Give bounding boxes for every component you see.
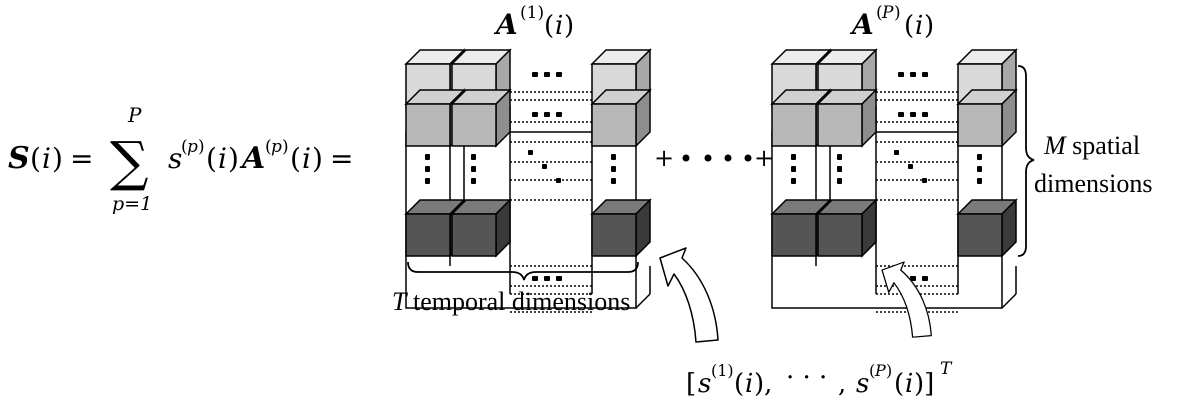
svg-text:A: A <box>493 8 518 41</box>
svg-text:· · ·: · · · <box>786 363 827 393</box>
summation: P ∑ p=1 <box>110 103 152 215</box>
sum-lower-limit: p=1 <box>112 193 152 215</box>
svg-text:): ) <box>924 11 934 41</box>
svg-text:): ) <box>312 142 323 175</box>
svg-text:P: P <box>881 3 894 23</box>
svg-text:(: ( <box>290 142 301 175</box>
svg-text:): ) <box>228 142 239 175</box>
svg-text:T: T <box>940 359 953 379</box>
coefficient-vector: [ s (1) ( i ), · · · , s ( P ) ( i )] T <box>686 359 953 399</box>
svg-text:i: i <box>745 369 753 399</box>
tensor-title-p: A ( P ) ( i ) <box>849 3 934 41</box>
svg-text:=: = <box>330 142 353 175</box>
svg-text:i: i <box>42 142 51 175</box>
svg-text:i: i <box>302 142 311 175</box>
svg-text:): ) <box>52 142 63 175</box>
svg-text:+: + <box>654 144 674 172</box>
svg-text:+: + <box>754 144 774 172</box>
svg-text:A: A <box>239 141 265 176</box>
svg-text:[: [ <box>686 369 696 399</box>
svg-text:p: p <box>271 137 282 157</box>
svg-text:s: s <box>168 142 182 175</box>
svg-text:),: ), <box>754 369 772 399</box>
svg-text:(: ( <box>30 142 41 175</box>
svg-text:)]: )] <box>914 369 934 399</box>
svg-text:(: ( <box>876 3 883 23</box>
spatial-brace <box>1017 65 1035 257</box>
svg-text:(: ( <box>265 137 272 157</box>
svg-text:): ) <box>198 137 205 157</box>
summand: s (p) ( i ) A (p) ( i ) = <box>168 137 353 176</box>
svg-text:(1): (1) <box>520 3 544 23</box>
svg-text:): ) <box>282 137 289 157</box>
svg-text:): ) <box>894 3 901 23</box>
svg-text:p: p <box>187 137 198 157</box>
sum-upper-limit: P <box>127 103 142 127</box>
svg-text:i: i <box>555 11 563 41</box>
svg-text:A: A <box>849 8 874 41</box>
svg-text:=: = <box>70 142 93 175</box>
svg-text:(: ( <box>544 11 554 41</box>
tensor-title-1: A (1) ( i ) <box>493 3 574 41</box>
svg-text:s: s <box>698 369 711 399</box>
svg-text:): ) <box>564 11 574 41</box>
temporal-brace <box>407 261 639 281</box>
svg-text:(1): (1) <box>711 361 734 380</box>
svg-text:S: S <box>8 141 30 176</box>
svg-text:i: i <box>905 369 913 399</box>
svg-text:∑: ∑ <box>110 130 149 193</box>
svg-text:(: ( <box>869 361 875 380</box>
temporal-label: T temporal dimensions <box>392 287 630 316</box>
equation-lhs: S ( i ) = <box>8 141 93 176</box>
spatial-label-line1: M spatial <box>1043 131 1140 160</box>
svg-text:(: ( <box>181 137 188 157</box>
svg-text:(: ( <box>206 142 217 175</box>
svg-text:): ) <box>886 361 892 380</box>
coefficient-arrow-1 <box>659 247 719 343</box>
spatial-label-line2: dimensions <box>1034 169 1152 198</box>
svg-text:s: s <box>856 369 869 399</box>
svg-text:i: i <box>915 11 923 41</box>
svg-text:i: i <box>218 142 227 175</box>
plus-dots-plus: + + <box>654 144 774 172</box>
svg-text:(: ( <box>904 11 914 41</box>
svg-text:(: ( <box>734 369 744 399</box>
svg-text:P: P <box>874 361 886 380</box>
svg-text:,: , <box>838 369 846 399</box>
svg-text:(: ( <box>894 369 904 399</box>
